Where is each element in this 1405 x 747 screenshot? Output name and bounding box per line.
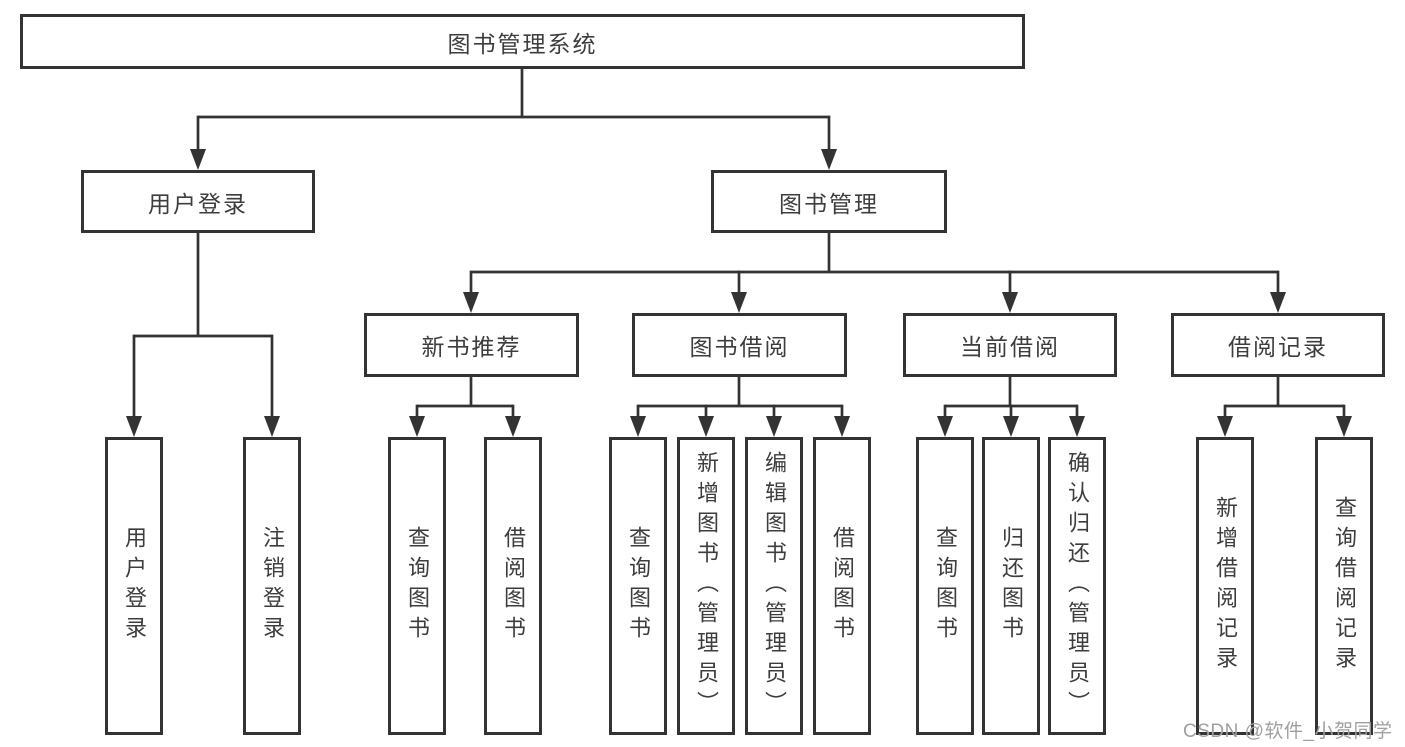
node-current-borrowing: 当前借阅: [903, 313, 1117, 377]
leaf-borrow-query-books: 查询图书: [609, 437, 667, 735]
leaf-borrow-edit-books-admin: 编辑图书（管理员）: [745, 437, 803, 735]
leaf-records-query-borrow-record: 查询借阅记录: [1315, 437, 1373, 735]
leaf-borrow-add-books-admin: 新增图书（管理员）: [677, 437, 735, 735]
node-borrowing-records: 借阅记录: [1171, 313, 1385, 377]
node-book-borrowing: 图书借阅: [632, 313, 847, 377]
leaf-records-add-borrow-record: 新增借阅记录: [1196, 437, 1254, 735]
leaf-logout: 注销登录: [243, 437, 301, 735]
leaf-current-query-books: 查询图书: [916, 437, 974, 735]
leaf-current-return-books: 归还图书: [982, 437, 1040, 735]
node-library-management-system: 图书管理系统: [20, 14, 1025, 69]
leaf-recommend-query-books: 查询图书: [388, 437, 446, 735]
csdn-watermark: CSDN @软件_小贺同学: [1183, 721, 1393, 742]
leaf-current-confirm-return-admin: 确认归还（管理员）: [1048, 437, 1106, 735]
leaf-recommend-borrow-books: 借阅图书: [484, 437, 542, 735]
node-new-book-recommendation: 新书推荐: [364, 313, 579, 377]
node-book-management: 图书管理: [711, 170, 947, 233]
leaf-user-login: 用户登录: [105, 437, 163, 735]
leaf-borrow-borrow-books: 借阅图书: [813, 437, 871, 735]
node-user-login: 用户登录: [81, 170, 315, 233]
